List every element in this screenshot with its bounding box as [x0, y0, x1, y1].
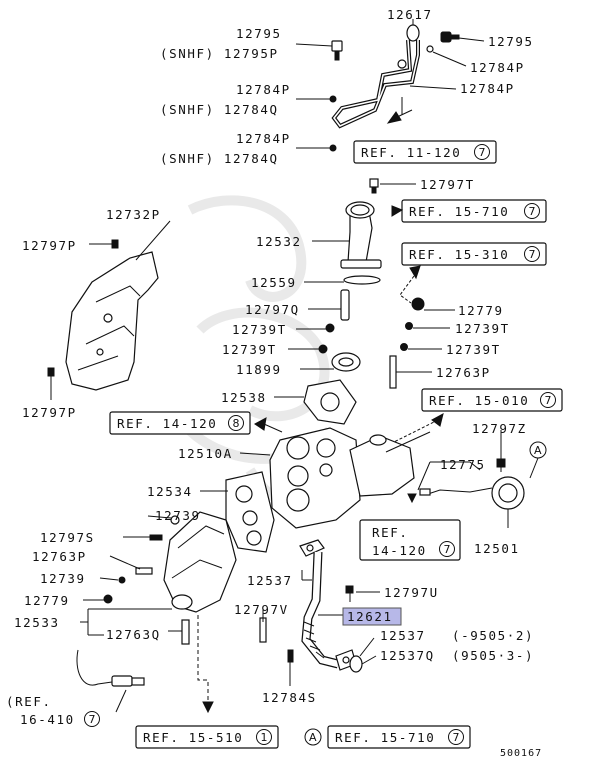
ref-box-15-010: REF. 15-010 7 [375, 388, 563, 445]
label-12739t-c: 12739T [222, 342, 277, 357]
label-9505-a: (-9505·2) [452, 628, 534, 643]
wastegate-actuator-12501: A [407, 430, 547, 528]
label-12763p-left: 12763P [32, 549, 87, 564]
label-12533: 12533 [14, 615, 60, 630]
circle-7-e: 7 [444, 543, 451, 556]
ref-box-15-310: REF. 15-310 7 [399, 242, 547, 304]
label-12784p-b: 12784P [236, 82, 291, 97]
ref-15-010-text: REF. 15-010 [429, 393, 529, 408]
label-12537q: 12537Q [380, 648, 435, 663]
label-12779-right: 12779 [458, 303, 504, 318]
callout-a-right: A [534, 444, 542, 457]
gasket-12534 [200, 471, 275, 553]
label-12784q-snhf-a: (SNHF) 12784Q [160, 102, 279, 117]
label-12763q: 12763Q [106, 627, 161, 642]
turbocharger-12510a [239, 427, 431, 529]
center-fasteners [288, 289, 455, 389]
gasket-12538 [274, 379, 357, 425]
label-ref-16-410-b: 16-410 [20, 712, 75, 727]
label-9505-b: (9505·3-) [452, 648, 534, 663]
ref-14-120-line1: REF. [372, 525, 409, 540]
label-12739-b: 12739 [40, 571, 86, 586]
label-12784p-d: 12784P [236, 131, 291, 146]
ref-11-120-text: REF. 11-120 [361, 145, 461, 160]
label-12763p-right: 12763P [436, 365, 491, 380]
circle-7-f: 7 [89, 713, 96, 726]
ref-15-710-a-text: REF. 15-710 [409, 204, 509, 219]
circle-1: 1 [261, 731, 268, 744]
label-12739t-b: 12739T [455, 321, 510, 336]
label-12537-b: 12537 [380, 628, 426, 643]
label-12795-right: 12795 [488, 34, 534, 49]
ref-14-120-text: REF. 14-120 [117, 416, 217, 431]
label-12797v: 12797V [234, 602, 289, 617]
label-12739-a: 12739 [155, 508, 201, 523]
label-12732p: 12732P [106, 207, 161, 222]
label-11899: 11899 [236, 362, 282, 377]
label-12795-top: 12795 [236, 26, 282, 41]
label-12779-left: 12779 [24, 593, 70, 608]
ref-14-120-line2: 14-120 [372, 543, 427, 558]
label-ref-16-410-a: (REF. [6, 694, 52, 709]
label-12501: 12501 [474, 541, 520, 556]
label-12797p-bot: 12797P [22, 405, 77, 420]
ref-15-310-text: REF. 15-310 [409, 247, 509, 262]
ref-14-120-plain: REF. 14-120 7 [359, 519, 461, 561]
label-12784s: 12784S [262, 690, 317, 705]
label-12797s: 12797S [40, 530, 95, 545]
gasket-12559 [304, 275, 381, 285]
label-12797p-top: 12797P [22, 238, 77, 253]
inlet-pipe-12532 [312, 201, 382, 269]
label-12739t-d: 12739T [446, 342, 501, 357]
circle-7-g: 7 [453, 731, 460, 744]
ref-15-510-text: REF. 15-510 [143, 730, 243, 745]
heat-protector-12732p [47, 220, 171, 400]
label-12784p-c: 12784P [460, 81, 515, 96]
label-12797q: 12797Q [245, 302, 300, 317]
label-12775: 12775 [440, 457, 486, 472]
label-12532: 12532 [256, 234, 302, 249]
oil-feed-pipe-group [295, 19, 485, 152]
circle-7-a: 7 [479, 146, 486, 159]
label-12797t: 12797T [420, 177, 475, 192]
label-12797z: 12797Z [472, 421, 527, 436]
diagram-id: 500167 [500, 748, 542, 759]
label-12797u: 12797U [384, 585, 439, 600]
label-12784p-a: 12784P [470, 60, 525, 75]
circle-7-c: 7 [529, 248, 536, 261]
ref-box-15-510: REF. 15-510 1 [135, 725, 279, 749]
callout-a-bottom: A [309, 731, 317, 744]
ref-box-11-120: REF. 11-120 7 [353, 140, 497, 164]
exhaust-elbow-12533 [80, 511, 237, 645]
ref-box-15-710-a: REF. 15-710 7 [391, 199, 547, 223]
ref-box-15-710-b: A REF. 15-710 7 [304, 725, 471, 749]
bolt-12797t [369, 178, 416, 194]
oxygen-sensor [76, 615, 214, 714]
label-12739t-a: 12739T [232, 322, 287, 337]
highlight-12621: 12621 [342, 607, 402, 626]
label-12538: 12538 [221, 390, 267, 405]
ref-box-14-120: REF. 14-120 8 [109, 411, 283, 435]
label-12559: 12559 [251, 275, 297, 290]
oil-return-pipe-12621 [259, 539, 380, 686]
label-12537-a: 12537 [247, 573, 293, 588]
label-12795p-snhf: (SNHF) 12795P [160, 46, 279, 61]
label-12621: 12621 [347, 609, 393, 624]
label-12510a: 12510A [178, 446, 233, 461]
ref-15-710-b-text: REF. 15-710 [335, 730, 435, 745]
circle-7-d: 7 [545, 394, 552, 407]
circle-8: 8 [233, 417, 240, 430]
circle-7-b: 7 [529, 205, 536, 218]
label-12617: 12617 [387, 7, 433, 22]
circle-7-ref-16-410: 7 [84, 711, 100, 727]
label-12784q-snhf-b: (SNHF) 12784Q [160, 151, 279, 166]
label-12534: 12534 [147, 484, 193, 499]
